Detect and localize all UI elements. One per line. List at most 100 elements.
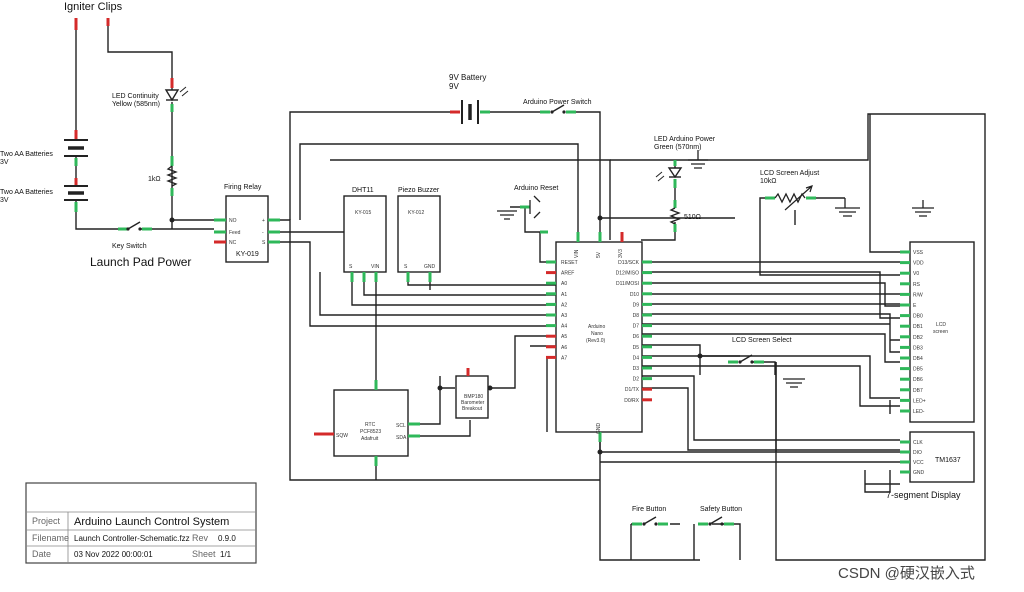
- lcd-name-2: screen: [933, 329, 948, 335]
- lcd-pin-12: DB6: [913, 377, 923, 383]
- nano-right-pin-5: D8: [633, 313, 640, 319]
- lcd-name-1: LCD: [936, 322, 946, 328]
- piezo-module: [397, 195, 441, 282]
- safety-button-label: Safety Button: [700, 506, 742, 513]
- lcd-adjust-label: LCD Screen Adjust: [760, 170, 819, 177]
- relay-pin-feed: Feed: [229, 230, 241, 236]
- lcd-pin-5: E: [913, 303, 917, 309]
- tb-filename-value: Launch Controller-Schematic.fzz: [74, 534, 190, 543]
- dht11-module: [343, 195, 387, 282]
- rtc-pin-scl: SCL: [396, 423, 406, 429]
- launch-pad-power-label: Launch Pad Power: [90, 255, 191, 269]
- tb-project-label: Project: [32, 516, 61, 526]
- key-switch-label: Key Switch: [112, 243, 147, 250]
- nano-right-pin-9: D4: [633, 355, 640, 361]
- piezo-title: Piezo Buzzer: [398, 187, 440, 194]
- led-continuity-symbol: [164, 78, 189, 112]
- rtc-pin-sqw: SQW: [336, 433, 348, 439]
- nano-left-pin-2: A0: [561, 281, 567, 287]
- lcd-pin-1: VDD: [913, 261, 924, 267]
- tm1637-title: TM1637: [935, 457, 961, 464]
- nano-right-pin-11: D2: [633, 377, 640, 383]
- lcd-pin-0: VSS: [913, 250, 924, 256]
- nano-right-pin-6: D7: [633, 324, 640, 330]
- tb-rev-label: Rev: [192, 533, 209, 543]
- junctions: [169, 215, 703, 455]
- arduino-power-switch-label: Arduino Power Switch: [523, 99, 592, 106]
- watermark-text: CSDN @硬汉嵌入式: [838, 565, 975, 582]
- resistor-510-symbol: [669, 200, 681, 232]
- piezo-part: KY-012: [408, 210, 424, 216]
- nano-left-pin-1: AREF: [561, 271, 574, 277]
- ground-lcd-select-icon: [783, 378, 805, 388]
- rtc-name-2: PCF8523: [360, 429, 381, 435]
- bmp180-name-1: BMP180: [464, 394, 483, 400]
- nano-right-pin-3: D10: [630, 292, 639, 298]
- tb-project-value: Arduino Launch Control System: [74, 516, 229, 528]
- nano-left-pin-4: A2: [561, 302, 567, 308]
- nano-pin-3v3: 3V3: [618, 249, 624, 258]
- nano-left-pin-6: A4: [561, 324, 567, 330]
- aa-battery-1: [64, 130, 88, 166]
- lcd-pin-6: DB0: [913, 314, 923, 320]
- ground-lcd-icon: [912, 200, 934, 217]
- tb-date-label: Date: [32, 549, 51, 559]
- lcd-pin-7: DB1: [913, 324, 923, 330]
- nano-right-pin-0: D13/SCK: [618, 260, 640, 266]
- dht11-pin-s: S: [349, 264, 353, 270]
- nano-left-pin-0: RESET: [561, 260, 578, 266]
- nano-right-pin-1: D12/MISO: [616, 271, 639, 277]
- nano-right-pin-12: D1/TX: [625, 387, 640, 393]
- nano-left-pin-5: A3: [561, 313, 567, 319]
- nano-name-2: Nano: [591, 331, 603, 337]
- nano-right-pin-4: D9: [633, 302, 640, 308]
- tm1637-pin-2: VCC: [913, 460, 924, 466]
- tm1637-pin-1: DIO: [913, 450, 922, 456]
- aa-battery-1-voltage: 3V: [0, 159, 9, 166]
- key-switch: [118, 221, 152, 231]
- led-continuity-color: Yellow (585nm): [112, 101, 160, 108]
- relay-pin-nc: NC: [229, 240, 237, 246]
- nano-pin-vin: VIN: [574, 249, 580, 258]
- battery-9v-voltage: 9V: [449, 82, 459, 91]
- tm1637-pin-0: CLK: [913, 440, 923, 446]
- arduino-reset-label: Arduino Reset: [514, 185, 558, 192]
- tm1637-module: [909, 431, 975, 483]
- nano-right-pin-10: D3: [633, 366, 640, 372]
- firing-relay-part: KY-019: [236, 251, 259, 258]
- seven-segment-label: 7-segment Display: [886, 490, 961, 500]
- lcd-pin-11: DB5: [913, 367, 923, 373]
- nano-pin-5v: 5V: [596, 251, 602, 258]
- safety-button-symbol: [698, 516, 734, 526]
- nano-right-pin-13: D0/RX: [624, 398, 639, 404]
- aa-battery-2: [64, 178, 88, 212]
- led-continuity-label: LED Continuity: [112, 93, 159, 100]
- rtc-name-1: RTC: [365, 422, 376, 428]
- nano-pin-gnd: GND: [596, 423, 602, 435]
- resistor-510-label: 510Ω: [684, 214, 701, 221]
- nano-right-pin-2: D11/MOSI: [616, 281, 639, 287]
- rtc-name-3: Adafruit: [361, 436, 379, 442]
- nano-right-pin-labels: D13/SCKD12/MISOD11/MOSID10D9D8D7D6D5D4D3…: [616, 260, 652, 404]
- battery-9v-label: 9V Battery: [449, 73, 486, 82]
- piezo-pin-s: S: [404, 264, 408, 270]
- tb-date-value: 03 Nov 2022 00:00:01: [74, 550, 153, 559]
- nano-left-pin-7: A5: [561, 334, 567, 340]
- dht11-part: KY-015: [355, 210, 371, 216]
- resistor-1k-label: 1kΩ: [148, 176, 161, 183]
- lcd-select-button-symbol: [728, 354, 764, 364]
- led-power-color: Green (570nm): [654, 144, 701, 151]
- aa-battery-1-label: Two AA Batteries: [0, 151, 53, 158]
- rtc-pin-sda: SDA: [396, 435, 407, 441]
- title-block-frame: [25, 482, 257, 564]
- nano-right-pin-7: D6: [633, 334, 640, 340]
- nano-left-pin-8: A6: [561, 345, 567, 351]
- led-power-symbol: [655, 150, 708, 188]
- lcd-select-label: LCD Screen Select: [732, 337, 792, 344]
- relay-pin-s: S: [262, 240, 266, 246]
- relay-pin-plus: +: [262, 218, 265, 224]
- dht11-pin-vin: VIN: [371, 264, 380, 270]
- piezo-pin-gnd: GND: [424, 264, 436, 270]
